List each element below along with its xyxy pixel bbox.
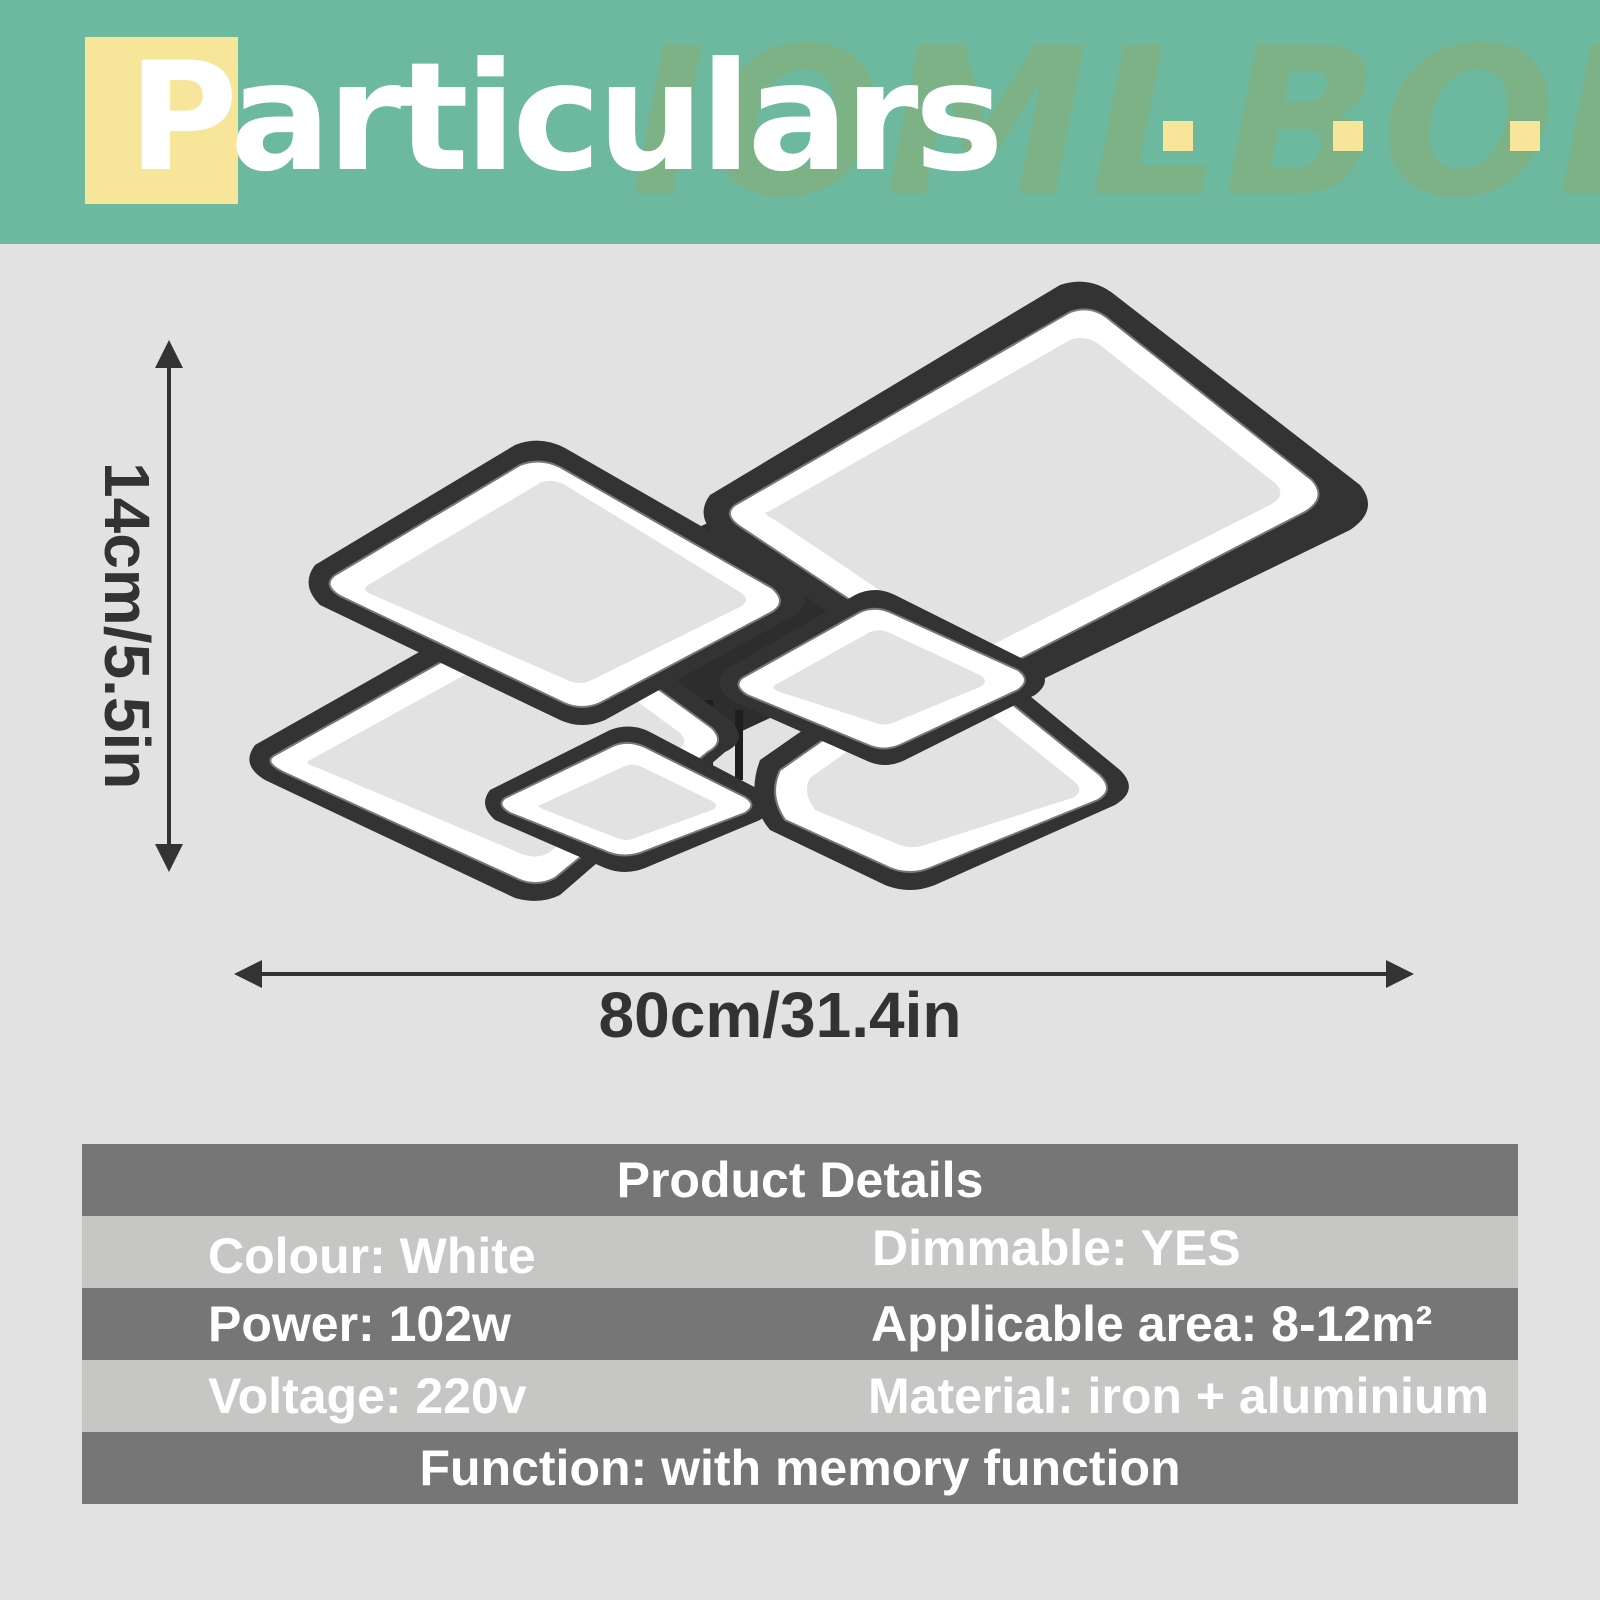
power-spec: Power: 102w: [208, 1296, 511, 1352]
title-rest: articulars: [229, 31, 1004, 205]
decor-dot: [1510, 121, 1540, 151]
table-row: Voltage: 220v Material: iron + aluminium: [82, 1360, 1518, 1432]
brand-watermark: IOMLBOF: [630, 5, 1600, 243]
medium-square-frame: [308, 440, 805, 725]
material-spec: Material: iron + aluminium: [868, 1368, 1489, 1424]
table-heading-row: Product Details: [82, 1144, 1518, 1216]
title-initial: P: [128, 31, 234, 205]
decor-dot: [1163, 121, 1193, 151]
function-spec: Function: with memory function: [419, 1440, 1181, 1496]
header-banner: IOMLBOF Particulars: [0, 0, 1600, 244]
height-arrow: [155, 340, 183, 872]
page-title: Particulars: [128, 28, 1004, 208]
product-details-table: Product Details Colour: White Dimmable: …: [82, 1144, 1518, 1504]
table-heading: Product Details: [616, 1152, 984, 1208]
table-row: Power: 102w Applicable area: 8-12m²: [82, 1288, 1518, 1360]
ceiling-light-diagram: [155, 281, 1414, 988]
width-arrow: [234, 960, 1414, 988]
decor-dot: [1333, 121, 1363, 151]
dimmable-spec: Dimmable: YES: [872, 1220, 1241, 1276]
title-initial-highlight: [85, 37, 238, 204]
voltage-spec: Voltage: 220v: [208, 1368, 527, 1424]
small-square-frame: [719, 590, 1045, 765]
small-square-frame: [485, 726, 770, 872]
width-dimension-label: 80cm/31.4in: [598, 979, 962, 1051]
table-row: Function: with memory function: [82, 1432, 1518, 1504]
table-row: Colour: White Dimmable: YES: [82, 1216, 1518, 1288]
height-dimension-label: 14cm/5.5in: [91, 462, 163, 790]
colour-spec: Colour: White: [208, 1228, 536, 1284]
area-spec: Applicable area: 8-12m²: [871, 1296, 1433, 1352]
